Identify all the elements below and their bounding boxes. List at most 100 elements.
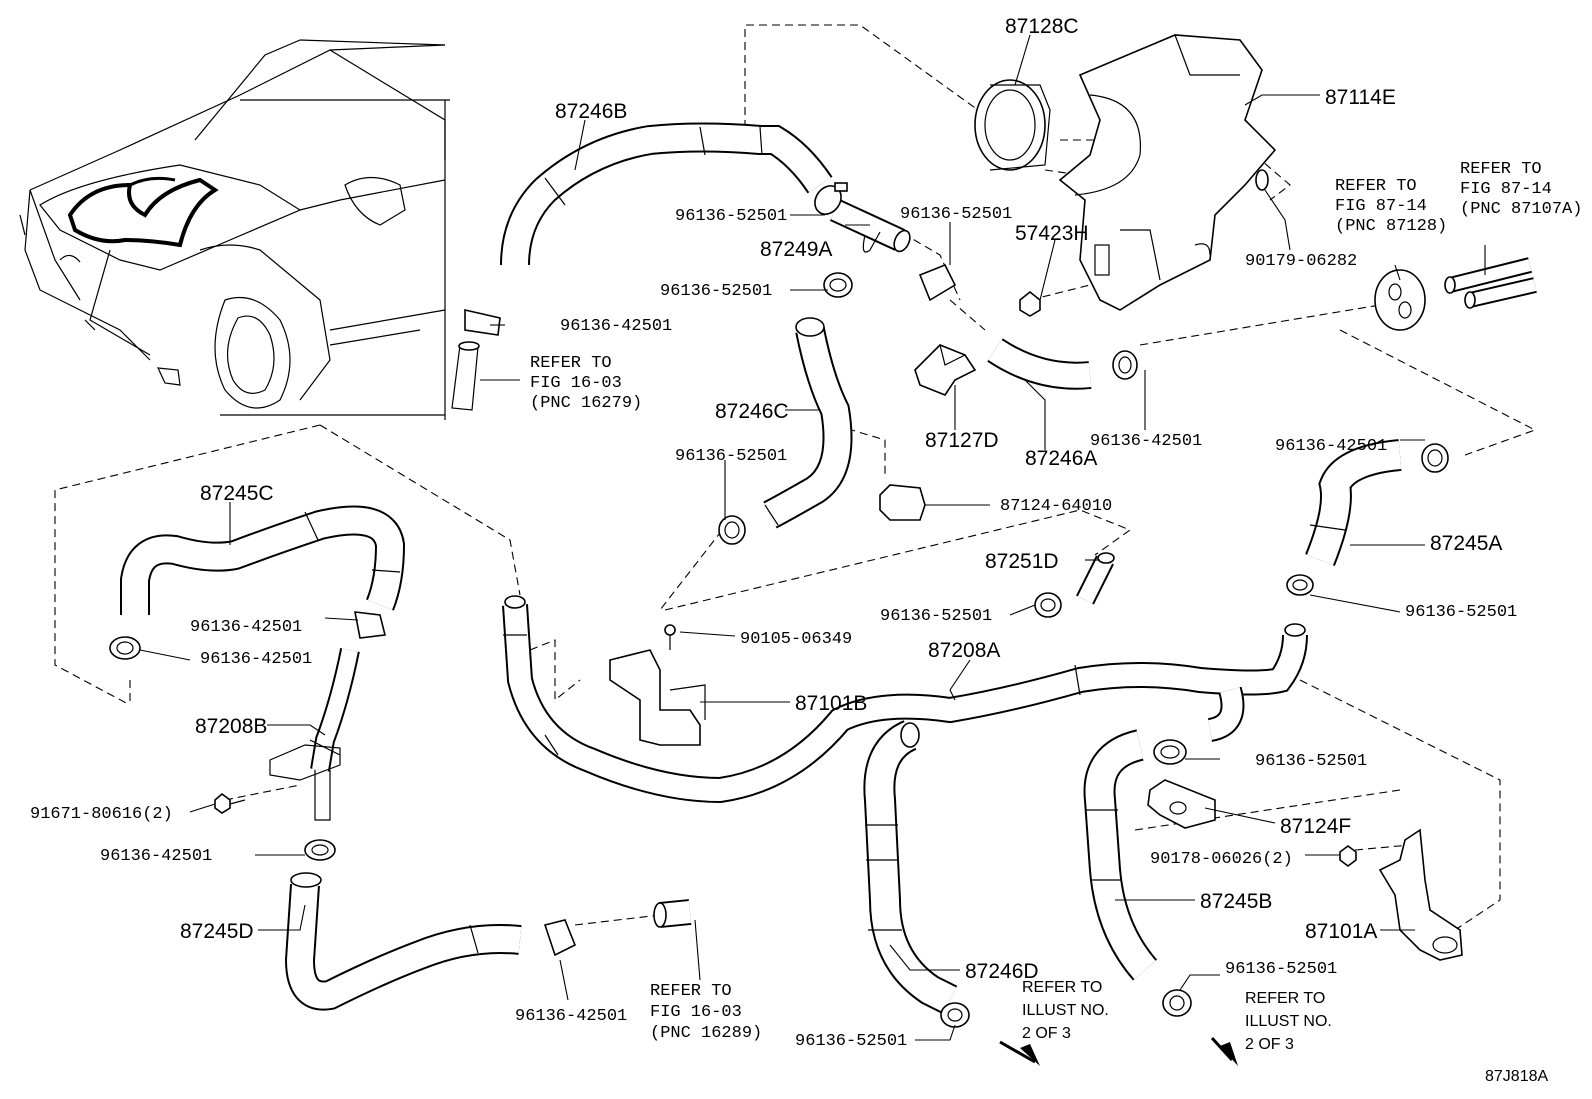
grommet-refer-87128 <box>1374 269 1426 331</box>
heater-core-87128C <box>974 79 1051 171</box>
hose-87246A <box>987 338 1092 390</box>
hose-87245C <box>120 505 406 615</box>
label-87251D: 87251D <box>985 550 1059 573</box>
label-87127D: 87127D <box>925 429 999 452</box>
clamp-96136-52501-87246C-bottom <box>718 515 746 545</box>
bracket-87101B <box>609 649 706 746</box>
heater-unit-87114E <box>1058 34 1277 311</box>
label-87246B: 87246B <box>555 100 627 123</box>
pipes-refer-87107A <box>1444 257 1537 309</box>
svg-text:(PNC 16289): (PNC 16289) <box>650 1024 762 1043</box>
hose-87246B <box>500 122 833 266</box>
label-87245C: 87245C <box>200 482 274 505</box>
valve-87127D <box>914 344 977 396</box>
label-90179-06282: 90179-06282 <box>1245 252 1357 271</box>
clamp-96136-52501-87246C-top <box>823 272 853 298</box>
bracket-87101A <box>1378 828 1463 961</box>
label-96136-52501: 96136-52501 <box>660 282 772 301</box>
svg-text:ILLUST NO.: ILLUST NO. <box>1022 1002 1109 1019</box>
label-96136-52501: 96136-52501 <box>900 205 1012 224</box>
svg-text:2 OF 3: 2 OF 3 <box>1245 1036 1294 1053</box>
diagram-id: 87J818A <box>1485 1068 1548 1085</box>
refer-note-16289: REFER TO FIG 16-03 (PNC 16289) <box>650 982 762 1043</box>
clamp-96136-52501-upper-1 <box>814 182 848 215</box>
label-96136-52501: 96136-52501 <box>1405 603 1517 622</box>
bolt-90105-06349 <box>664 624 676 650</box>
hose-87245A <box>1305 439 1402 566</box>
hose-87208A <box>502 595 1308 804</box>
hose-87208B <box>269 648 360 821</box>
refer-note-illust-1: REFER TO ILLUST NO. 2 OF 3 <box>1022 979 1109 1042</box>
svg-text:REFER TO: REFER TO <box>1335 177 1417 196</box>
refer-note-87128: REFER TO FIG 87-14 (PNC 87128) <box>1335 177 1447 236</box>
label-87246A: 87246A <box>1025 447 1097 470</box>
refer-notes: REFER TO FIG 16-03 (PNC 16279) REFER TO … <box>530 160 1582 1053</box>
hose-end-refer-16289 <box>653 899 692 928</box>
clamp-96136-42501-87245C-bottom <box>109 636 141 660</box>
clip-87124F <box>1147 779 1216 829</box>
svg-text:ILLUST NO.: ILLUST NO. <box>1245 1013 1332 1030</box>
svg-text:REFER TO: REFER TO <box>530 354 612 373</box>
svg-text:2 OF 3: 2 OF 3 <box>1022 1025 1071 1042</box>
label-87124F: 87124F <box>1280 815 1351 838</box>
clamp-96136-52501-87208A <box>1153 739 1187 765</box>
label-90178-06026: 90178-06026(2) <box>1150 850 1293 869</box>
label-87249A: 87249A <box>760 238 832 261</box>
clamps <box>109 182 1449 1028</box>
sensor-87124-64010 <box>879 484 926 521</box>
label-87246C: 87246C <box>715 400 789 423</box>
refer-note-16279: REFER TO FIG 16-03 (PNC 16279) <box>530 354 642 413</box>
label-87208A: 87208A <box>928 639 1000 662</box>
hose-87246C <box>763 317 853 529</box>
hose-87251D <box>1076 552 1115 605</box>
label-96136-42501: 96136-42501 <box>200 650 312 669</box>
grommet-90179-06282 <box>1255 169 1269 191</box>
svg-text:REFER TO: REFER TO <box>650 982 732 1001</box>
svg-text:(PNC 87128): (PNC 87128) <box>1335 217 1447 236</box>
clamp-96136-52501-87246D <box>940 1002 970 1028</box>
direction-arrows <box>999 1036 1238 1066</box>
clamp-96136-42501-87245D <box>543 919 577 957</box>
label-96136-42501: 96136-42501 <box>190 618 302 637</box>
label-87245B: 87245B <box>1200 890 1272 913</box>
leader-lines <box>139 34 1486 1041</box>
clamp-96136-42501-87208B <box>304 839 336 861</box>
label-91671-80616: 91671-80616(2) <box>30 805 173 824</box>
label-96136-42501: 96136-42501 <box>100 847 212 866</box>
label-96136-42501: 96136-42501 <box>515 1007 627 1026</box>
svg-text:FIG 16-03: FIG 16-03 <box>530 374 622 393</box>
clamp-96136-52501-87245A-bottom <box>1286 574 1314 596</box>
label-96136-52501: 96136-52501 <box>1225 960 1337 979</box>
label-90105-06349: 90105-06349 <box>740 630 852 649</box>
refer-note-illust-2: REFER TO ILLUST NO. 2 OF 3 <box>1245 990 1332 1053</box>
label-87245D: 87245D <box>180 920 254 943</box>
label-87246D: 87246D <box>965 960 1039 983</box>
svg-text:(PNC 16279): (PNC 16279) <box>530 394 642 413</box>
label-96136-42501: 96136-42501 <box>1275 437 1387 456</box>
heater-hose-route-highlight <box>67 176 219 248</box>
svg-text:REFER TO: REFER TO <box>1245 990 1325 1007</box>
svg-text:FIG 87-14: FIG 87-14 <box>1335 197 1427 216</box>
clamp-96136-52501-87245B <box>1162 989 1192 1017</box>
label-87114E: 87114E <box>1325 86 1396 109</box>
label-87101B: 87101B <box>795 692 867 715</box>
clamp-96136-42501-refer-16279 <box>464 308 501 336</box>
label-96136-52501: 96136-52501 <box>675 207 787 226</box>
label-96136-52501: 96136-52501 <box>795 1032 907 1051</box>
vehicle-illustration <box>19 39 450 420</box>
clamp-96136-52501-87251D <box>1034 592 1062 618</box>
bolt-90178-06026 <box>1339 845 1357 867</box>
hose-87245B <box>1083 729 1158 981</box>
clamp-96136-42501-87245A <box>1421 443 1449 473</box>
label-87124-64010: 87124-64010 <box>1000 497 1112 516</box>
label-96136-52501: 96136-52501 <box>880 607 992 626</box>
svg-text:FIG 16-03: FIG 16-03 <box>650 1003 742 1022</box>
label-87128C: 87128C <box>1005 15 1079 38</box>
clamp-96136-52501-upper-2 <box>918 263 957 302</box>
bolt-57423H <box>1019 290 1041 317</box>
part-labels: 87246B 87128C 87114E 96136-52501 96136-5… <box>30 15 1517 1051</box>
label-96136-42501: 96136-42501 <box>1090 432 1202 451</box>
svg-text:REFER TO: REFER TO <box>1022 979 1102 996</box>
label-96136-52501: 96136-52501 <box>1255 752 1367 771</box>
